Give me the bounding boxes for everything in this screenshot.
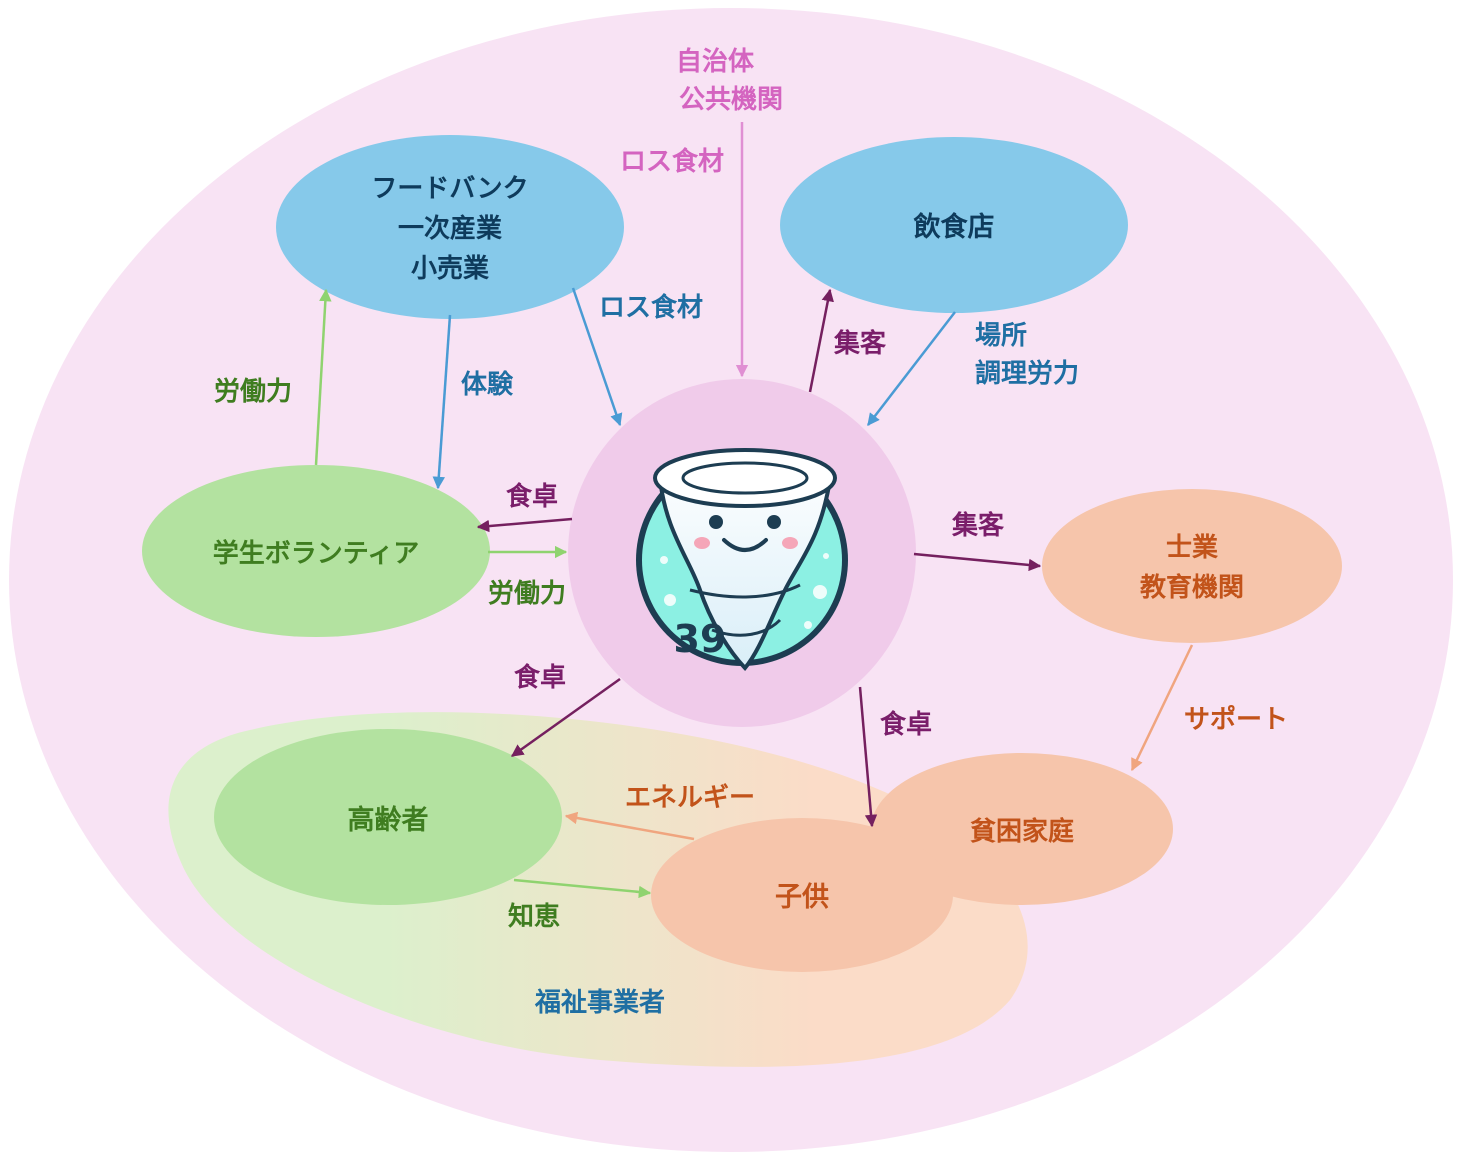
edge-label-elderly-to-children: 知恵 (508, 902, 560, 932)
edge-label-restaurant-to-hub-2: 調理労力 (975, 358, 1079, 389)
municipality-label-1: 自治体 (676, 46, 755, 77)
arrow-hub-to-professional (913, 552, 1042, 572)
arrow-elderly-to-children (513, 878, 652, 899)
edge-label-hub-to-students: 食卓 (506, 481, 558, 512)
edge-label-students-to-hub: 労働力 (488, 579, 566, 609)
children-label: 子供 (775, 882, 829, 913)
arrow-professional-to-poor (1130, 644, 1194, 772)
foodbank-label-3: 小売業 (411, 254, 489, 284)
welfare-label: 福祉事業者 (534, 988, 665, 1018)
arrow-hub-to-restaurant (808, 288, 834, 393)
node-children[interactable]: 子供 (651, 818, 953, 972)
arrow-hub-to-students (476, 517, 573, 533)
restaurant-label: 飲食店 (913, 211, 995, 243)
edge-label-professional-to-poor: サポート (1184, 704, 1288, 735)
edge-label-hub-to-restaurant: 集客 (833, 328, 887, 359)
edge-label-foodbank-to-students: 体験 (461, 370, 514, 400)
edge-label-municipality-to-hub: ロス食材 (620, 146, 724, 177)
foodbank-label-2: 一次産業 (398, 213, 502, 244)
students-label: 学生ボランティア (213, 538, 419, 569)
edge-label-hub-to-children: 食卓 (880, 709, 932, 740)
edge-label-hub-to-elderly: 食卓 (514, 662, 566, 693)
edge-label-restaurant-to-hub-1: 場所 (975, 321, 1027, 351)
node-poor-family[interactable]: 貧困家庭 (871, 753, 1173, 905)
arrow-restaurant-to-hub (867, 311, 956, 426)
edge-label-children-to-elderly: エネルギー (625, 783, 755, 813)
professional-label-1: 士業 (1166, 533, 1218, 563)
arrow-hub-to-elderly (510, 677, 621, 758)
municipality-label-2: 公共機関 (679, 85, 783, 115)
node-foodbank[interactable]: フードバンク 一次産業 小売業 (276, 135, 624, 319)
arrow-students-to-foodbank (314, 288, 332, 466)
edge-label-foodbank-to-hub: ロス食材 (599, 292, 703, 323)
professional-label-2: 教育機関 (1140, 572, 1244, 603)
hub[interactable]: 39 (568, 379, 916, 727)
arrow-hub-to-children (858, 686, 878, 828)
node-students[interactable]: 学生ボランティア (142, 465, 490, 637)
edge-label-hub-to-professional: 集客 (951, 510, 1005, 541)
hub-badge: 39 (674, 617, 727, 661)
node-professional[interactable]: 士業 教育機関 (1042, 489, 1342, 643)
tornado-mascot-icon: 39 (636, 448, 848, 672)
node-municipality[interactable]: 自治体 公共機関 (676, 46, 783, 115)
arrow-children-to-elderly (564, 811, 695, 841)
elderly-label: 高齢者 (348, 804, 429, 836)
poor-family-label: 貧困家庭 (970, 816, 1074, 847)
node-restaurant[interactable]: 飲食店 (780, 137, 1128, 313)
foodbank-label-1: フードバンク (371, 174, 528, 204)
node-elderly[interactable]: 高齢者 (214, 729, 562, 905)
arrow-foodbank-to-students (432, 314, 452, 490)
edge-label-students-to-foodbank: 労働力 (214, 377, 292, 407)
arrow-foodbank-to-hub (571, 287, 623, 427)
